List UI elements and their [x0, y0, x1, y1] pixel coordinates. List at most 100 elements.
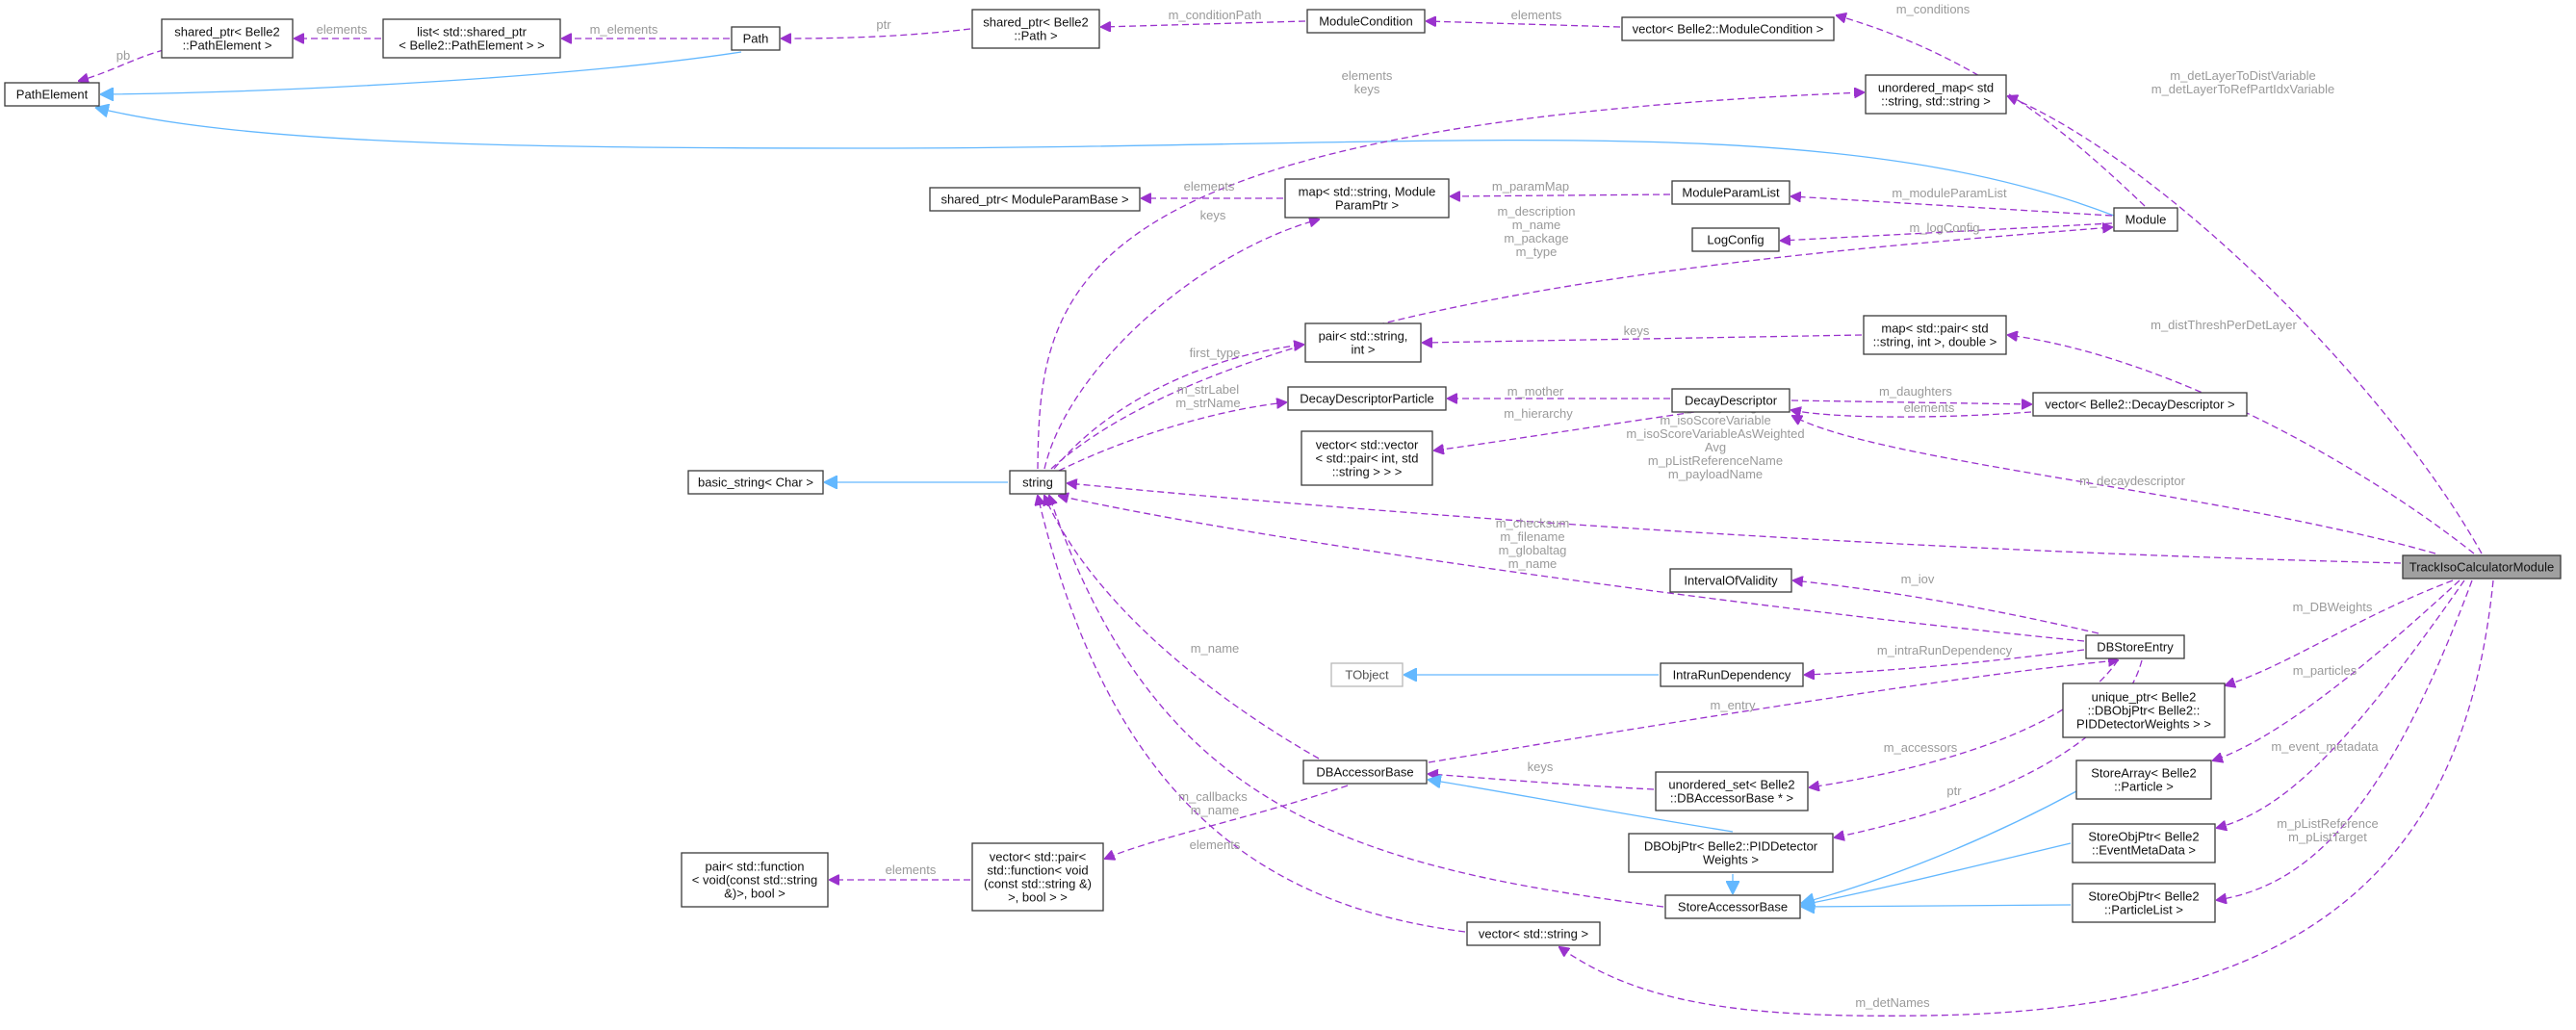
class-node-label: unordered_map< std::string, std::string …	[1878, 81, 1994, 109]
usage-edge-string-ddp	[1058, 402, 1286, 472]
class-node-list-shared-ptr[interactable]: list< std::shared_ptr< Belle2::PathEleme…	[382, 18, 561, 59]
class-node-shared-ptr-module-param-base[interactable]: shared_ptr< ModuleParamBase >	[929, 187, 1141, 212]
class-node-decay-descriptor[interactable]: DecayDescriptor	[1671, 388, 1790, 413]
usage-edge-dbs-iov	[1793, 580, 2099, 634]
edge-label-elements-param: elements	[1184, 179, 1235, 193]
class-node-path[interactable]: Path	[731, 26, 781, 51]
class-node-unique-ptr-dbobjptr[interactable]: unique_ptr< Belle2::DBObjPtr< Belle2::PI…	[2062, 682, 2226, 738]
class-node-vector-string[interactable]: vector< std::string >	[1466, 921, 1601, 946]
usage-edge-sab-string	[1049, 496, 1664, 908]
class-node-box	[382, 18, 561, 59]
class-node-box	[971, 9, 1100, 49]
class-node-label: IntervalOfValidity	[1684, 574, 1778, 588]
class-node-label: Path	[743, 32, 769, 46]
usage-edge-string-pair	[1053, 345, 1303, 470]
class-node-label: unique_ptr< Belle2::DBObjPtr< Belle2::PI…	[2076, 690, 2211, 732]
class-node-pair-string-int[interactable]: pair< std::string,int >	[1304, 322, 1422, 363]
class-node-box	[1009, 470, 1067, 495]
class-node-label: ModuleParamList	[1682, 186, 1780, 200]
edge-label-elements-cond: elements	[1511, 8, 1562, 22]
usage-edge-string-module	[1050, 227, 2112, 470]
edge-label-m-entry: m_entry	[1711, 698, 1756, 712]
class-node-label: vector< std::vector< std::pair< int, std…	[1316, 438, 1419, 479]
usage-edge-mc-sp	[1101, 20, 1306, 27]
usage-edge-track-dd	[1792, 416, 2436, 554]
class-node-decay-descriptor-particle[interactable]: DecayDescriptorParticle	[1287, 386, 1447, 411]
class-node-box	[1284, 178, 1450, 219]
edge-label-m-daughters: m_daughters	[1879, 384, 1952, 399]
class-node-log-config[interactable]: LogConfig	[1691, 227, 1780, 252]
class-node-label: DecayDescriptor	[1685, 394, 1778, 408]
class-node-intra-run-dependency[interactable]: IntraRunDependency	[1660, 662, 1804, 687]
class-node-module-condition[interactable]: ModuleCondition	[1306, 9, 1426, 34]
nodes-layer: shared_ptr< Belle2::PathElement > list< s…	[4, 9, 2562, 946]
class-node-box	[1287, 386, 1447, 411]
usage-edge-string-mpp	[1043, 219, 1319, 470]
class-node-shared-ptr-path[interactable]: shared_ptr< Belle2::Path >	[971, 9, 1100, 49]
class-node-interval-of-validity[interactable]: IntervalOfValidity	[1669, 568, 1792, 593]
class-node-box	[681, 852, 829, 908]
class-node-label: ModuleCondition	[1319, 14, 1413, 29]
class-node-module-param-list[interactable]: ModuleParamList	[1671, 180, 1790, 205]
edge-label-m-iov: m_iov	[1901, 572, 1935, 586]
class-node-store-obj-event-meta[interactable]: StoreObjPtr< Belle2::EventMetaData >	[2072, 823, 2216, 863]
class-node-unordered-map-string[interactable]: unordered_map< std::string, std::string …	[1865, 74, 2007, 115]
edge-label-m-DBWeights: m_DBWeights	[2293, 600, 2373, 614]
edge-label-keys-pair: keys	[1624, 323, 1650, 338]
edge-label-m-name-dbacc: m_name	[1191, 641, 1240, 656]
class-node-vector-pair-function[interactable]: vector< std::pair<std::function< void(co…	[971, 842, 1104, 912]
class-node-db-store-entry[interactable]: DBStoreEntry	[2085, 634, 2185, 659]
usage-edge-dbs-dbobj	[1835, 659, 2143, 837]
class-node-box	[971, 842, 1104, 912]
inheritance-edge-sap-sab	[1802, 790, 2077, 903]
class-node-box	[1669, 568, 1792, 593]
class-node-store-array-particle[interactable]: StoreArray< Belle2::Particle >	[2075, 760, 2212, 800]
class-node-string[interactable]: string	[1009, 470, 1067, 495]
class-node-label: StoreArray< Belle2::Particle >	[2091, 766, 2196, 794]
class-node-vector-vector-pair[interactable]: vector< std::vector< std::pair< int, std…	[1301, 430, 1433, 486]
class-node-label: string	[1022, 476, 1053, 490]
class-node-box	[2402, 554, 2562, 579]
class-node-label: shared_ptr< Belle2::PathElement >	[174, 25, 280, 53]
class-node-label: StoreAccessorBase	[1678, 900, 1788, 914]
class-node-label: Module	[2125, 213, 2167, 227]
class-node-box	[1691, 227, 1780, 252]
usage-edge-mpd-pair	[1423, 334, 1863, 343]
class-node-box	[2113, 207, 2178, 232]
edge-label-m-detNames: m_detNames	[1855, 995, 1930, 1010]
usage-edge-usd-dba	[1429, 774, 1655, 790]
class-node-module[interactable]: Module	[2113, 207, 2178, 232]
usage-edge-string-umap	[1037, 92, 1864, 470]
class-node-db-accessor-base[interactable]: DBAccessorBase	[1302, 760, 1428, 785]
inheritance-edge-som-sab	[1802, 842, 2072, 905]
class-node-basic-string[interactable]: basic_string< Char >	[687, 470, 824, 495]
edge-label-m-hierarchy: m_hierarchy	[1504, 406, 1573, 421]
usage-edge-pb	[79, 49, 165, 81]
class-node-box	[1671, 388, 1790, 413]
class-node-label: PathElement	[16, 88, 89, 102]
usage-edge-dba-dbs	[1428, 660, 2118, 763]
class-node-box	[2032, 392, 2248, 417]
class-node-vector-decay-descriptor[interactable]: vector< Belle2::DecayDescriptor >	[2032, 392, 2248, 417]
usage-edge-track-mpd	[2008, 335, 2475, 554]
class-node-pair-std-function[interactable]: pair< std::function< void(const std::str…	[681, 852, 829, 908]
class-node-unordered-set-dbaccessor[interactable]: unordered_set< Belle2::DBAccessorBase * …	[1655, 771, 1809, 811]
class-node-vector-module-condition[interactable]: vector< Belle2::ModuleCondition >	[1621, 16, 1835, 41]
class-node-shared-ptr-pathelement[interactable]: shared_ptr< Belle2::PathElement >	[161, 18, 294, 59]
class-node-store-obj-particle-list[interactable]: StoreObjPtr< Belle2::ParticleList >	[2072, 883, 2216, 923]
usage-edge-dd-vdd	[1790, 400, 2031, 404]
class-node-track-iso[interactable]: TrackIsoCalculatorModule	[2402, 554, 2562, 579]
edge-label-m-name-store: m_name	[1191, 803, 1240, 817]
edge-label-m-conditionPath: m_conditionPath	[1169, 8, 1262, 22]
edge-label-m-moduleParamList: m_moduleParamList	[1892, 186, 2007, 200]
edge-label-m-logConfig: m_logConfig	[1910, 220, 1980, 235]
class-node-path-element[interactable]: PathElement	[4, 82, 100, 107]
edge-label-m-distThresh: m_distThreshPerDetLayer	[2151, 318, 2297, 332]
usage-edge-vdd-dd	[1791, 410, 2032, 418]
class-node-tobject[interactable]: TObject	[1330, 662, 1404, 687]
class-node-store-accessor-base[interactable]: StoreAccessorBase	[1664, 894, 1801, 919]
class-node-box	[1301, 430, 1433, 486]
class-node-map-pair-double[interactable]: map< std::pair< std::string, int >, doub…	[1863, 315, 2007, 355]
